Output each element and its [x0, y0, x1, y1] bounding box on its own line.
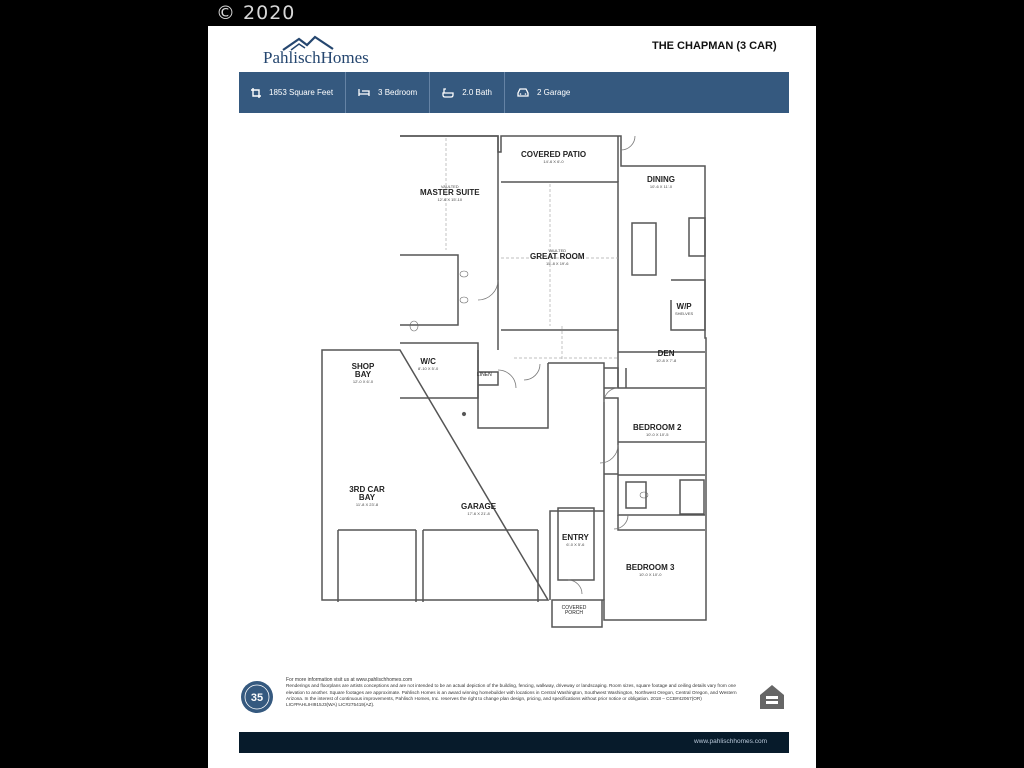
room-third-car-bay: 3RD CAR BAY 11'-8 x 23'-8: [349, 485, 385, 507]
brand-name: PahlischHomes: [263, 48, 369, 67]
room-den: DEN 10'-8 x 7'-8: [656, 349, 677, 363]
room-great-room: VAULTED GREAT ROOM 15'-8 x 19'-6: [530, 248, 585, 266]
room-shop-bay: SHOP BAY 12'-0 x 6'-0: [351, 362, 375, 384]
spec-bedrooms: 3 Bedroom: [346, 72, 431, 113]
floorplan-beam-lines: [445, 138, 618, 360]
plan-title: THE CHAPMAN (3 CAR): [652, 40, 777, 52]
bath-icon: [442, 87, 454, 98]
room-master-suite: VAULTED MASTER SUITE 12'-6 x 15'-10: [420, 184, 480, 202]
room-walk-in-pantry: W/P SHELVES: [675, 302, 694, 316]
floorplan-fixtures: [409, 270, 649, 499]
room-covered-porch: COVERED PORCH: [561, 605, 587, 616]
equal-housing-opportunity-icon: [760, 685, 784, 709]
floorplan-sheet: [208, 26, 816, 768]
car-icon: [517, 88, 529, 97]
footer-bar: www.pahlischhomes.com: [239, 732, 789, 753]
room-covered-patio: COVERED PATIO 14'-6 x 6'-0: [521, 150, 587, 164]
floorplan-drawing: [321, 135, 707, 628]
35-years-badge-icon: 35: [241, 681, 273, 713]
floorplan-walls: [321, 135, 707, 628]
badge-number: 35: [251, 692, 263, 704]
spec-square-feet: 1853 Square Feet: [239, 72, 347, 113]
footer-link[interactable]: For more information visit us at www.pah…: [286, 677, 413, 683]
footer-disclaimer: Renderings and floorplans are artists co…: [286, 683, 737, 708]
spec-label: 1853 Square Feet: [269, 88, 334, 97]
bed-icon: [358, 89, 370, 96]
square-footage-icon: [251, 87, 261, 98]
copyright-watermark: © 2020: [216, 2, 296, 24]
room-dining: DINING 10'-6 x 11'-0: [647, 175, 675, 189]
spec-label: 2 Garage: [537, 88, 571, 97]
spec-garage: 2 Garage: [505, 72, 582, 113]
pahlisch-logo-mountain-icon: [282, 35, 334, 51]
spec-bathrooms: 2.0 Bath: [430, 72, 505, 113]
footer-info: For more information visit us at www.pah…: [286, 677, 746, 708]
footer-site-link[interactable]: www.pahlischhomes.com: [694, 738, 767, 745]
room-bedroom-3: BEDROOM 3 10'-0 x 10'-0: [626, 563, 675, 577]
room-linen: LINEN: [477, 372, 492, 378]
spec-label: 2.0 Bath: [462, 88, 492, 97]
spec-bar: 1853 Square Feet 3 Bedroom 2.0 Bath 2 Ga…: [239, 72, 789, 113]
room-garage: GARAGE 17'-6 x 21'-8: [461, 502, 497, 516]
spec-label: 3 Bedroom: [378, 88, 418, 97]
floorplan-doors: [477, 135, 636, 595]
room-walk-in-closet: W/C 8'-10 x 5'-0: [418, 357, 439, 371]
room-bedroom-2: BEDROOM 2 10'-0 x 10'-5: [633, 423, 682, 437]
room-entry: ENTRY 6'-0 x 5'-6: [562, 533, 589, 547]
